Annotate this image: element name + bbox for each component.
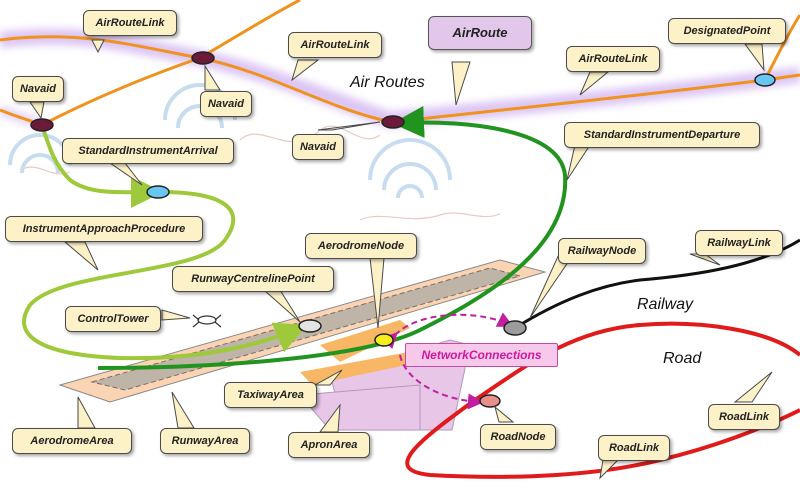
railway-node [503,320,527,336]
callout-networkconnections: NetworkConnections [405,343,558,367]
aerodrome-node [374,333,394,347]
air-route-link-east [391,73,800,124]
railway-label: Railway [637,296,694,313]
callout-airroute: AirRoute [428,16,532,50]
nodes [30,51,776,408]
designated-point-node [754,73,776,87]
callout-airroutelink-2: AirRouteLink [288,32,382,58]
apron-area-lower [298,384,421,431]
callout-navaid-2: Navaid [200,91,252,117]
network-connection-railway [380,312,514,350]
callout-airroutelink-3: AirRouteLink [566,46,660,72]
callout-airroutelink-1: AirRouteLink [83,10,177,36]
road-node [479,394,501,408]
callout-apronarea: ApronArea [288,432,370,458]
runway-centreline-point-node [298,319,322,333]
control-tower-icon [192,314,222,328]
callout-railwaynode: RailwayNode [558,238,646,264]
callout-roadlink-2: RoadLink [708,404,780,430]
air-routes-label: Air Routes [350,74,425,91]
departure-route [97,105,568,370]
callout-designatedpoint: DesignatedPoint [668,18,786,44]
callout-taxiwayarea: TaxiwayArea [224,382,317,408]
network-connection-road [399,354,484,410]
callout-railwaylink: RailwayLink [695,230,783,256]
callout-roadnode: RoadNode [480,424,556,450]
air-route-link-west [0,56,201,127]
air-route-link-north-1 [199,0,301,60]
railway-link [514,238,800,330]
callout-runwayarea: RunwayArea [160,428,250,454]
callout-runwaycentrelinepoint: RunwayCentrelinePoint [172,266,334,292]
callout-instrumentapproachprocedure: InstrumentApproachProcedure [5,216,203,242]
navaid-node-1 [30,118,54,132]
callout-navaid-1: Navaid [12,76,64,102]
approach-route [22,190,308,361]
road-label: Road [663,350,702,367]
navaid-node-2 [191,51,215,65]
callout-standardinstrumentarrival: StandardInstrumentArrival [62,138,234,164]
callout-navaid-3: Navaid [292,134,344,160]
callout-controltower: ControlTower [65,306,161,332]
arrival-waypoint-node [146,185,170,199]
callout-aerodromearea: AerodromeArea [12,428,132,454]
network-connections [380,312,514,410]
arrival-route [40,124,163,209]
callout-aerodromenode: AerodromeNode [305,233,417,259]
callout-standardinstrumentdeparture: StandardInstrumentDeparture [564,122,760,148]
callout-roadlink-1: RoadLink [598,435,670,461]
navaid-node-3 [381,115,405,129]
